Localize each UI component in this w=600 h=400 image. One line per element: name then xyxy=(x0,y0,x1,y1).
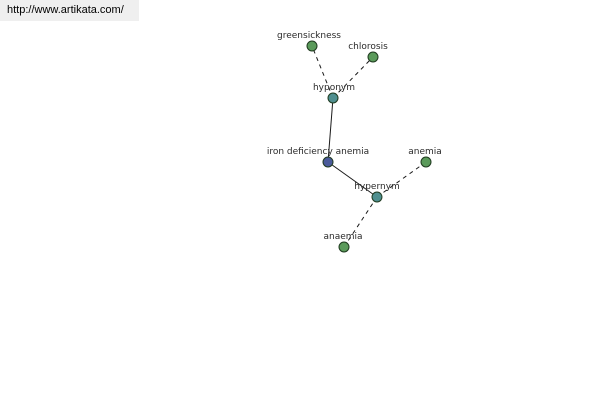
node-hypernym-dot[interactable] xyxy=(371,191,383,203)
node-greensickness[interactable]: greensickness xyxy=(277,31,341,52)
node-anemia-dot[interactable] xyxy=(420,156,432,168)
edge-hyponym-greensickness xyxy=(311,45,334,99)
node-anaemia[interactable]: anaemia xyxy=(323,232,363,253)
node-greensickness-dot[interactable] xyxy=(306,40,318,52)
node-hypernym[interactable]: hypernym xyxy=(354,182,400,203)
edge-center-hyponym xyxy=(327,97,334,163)
node-anemia-label[interactable]: anemia xyxy=(408,147,442,157)
node-hyponym-label[interactable]: hyponym xyxy=(313,83,355,93)
node-center[interactable]: iron deficiency anemia xyxy=(267,147,369,168)
edges-layer xyxy=(311,45,427,248)
edge-hypernym-anemia xyxy=(376,161,427,198)
edge-hypernym-anaemia xyxy=(343,196,378,248)
node-chlorosis-label[interactable]: chlorosis xyxy=(348,42,388,52)
edge-center-hypernym xyxy=(327,161,378,198)
node-center-dot[interactable] xyxy=(322,156,334,168)
node-hyponym-dot[interactable] xyxy=(327,92,339,104)
nodes-layer: greensickness chlorosis anemia anaemia hypon… xyxy=(267,31,442,253)
node-anaemia-label[interactable]: anaemia xyxy=(323,232,362,242)
node-chlorosis[interactable]: chlorosis xyxy=(348,42,388,63)
node-chlorosis-dot[interactable] xyxy=(367,51,379,63)
node-hypernym-label[interactable]: hypernym xyxy=(354,182,400,192)
node-anemia[interactable]: anemia xyxy=(408,147,442,168)
site-url-link[interactable]: http://www.artikata.com/ xyxy=(0,0,139,21)
edge-hyponym-chlorosis xyxy=(332,56,374,99)
node-center-label[interactable]: iron deficiency anemia xyxy=(267,147,369,157)
node-greensickness-label[interactable]: greensickness xyxy=(277,31,341,41)
node-anaemia-dot[interactable] xyxy=(338,241,350,253)
node-hyponym[interactable]: hyponym xyxy=(313,83,355,104)
